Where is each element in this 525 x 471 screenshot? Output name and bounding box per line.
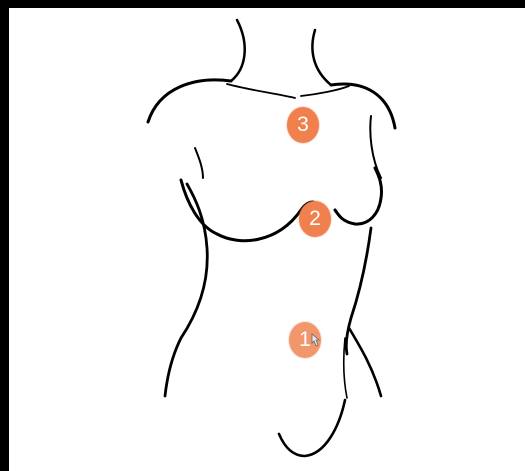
region-marker-2[interactable]: 2 [299, 201, 331, 237]
left-arm-line [195, 148, 203, 178]
region-marker-1[interactable]: 1 [289, 322, 321, 358]
collarbone-left [227, 84, 295, 98]
left-waist-line [165, 184, 207, 396]
neck-right-line [312, 30, 331, 85]
window-top-border [0, 0, 525, 8]
neck-left-line [231, 20, 245, 81]
body-map-canvas[interactable]: 3 2 1 [9, 8, 525, 471]
left-shoulder [148, 80, 231, 122]
torso-outline-illustration [9, 8, 525, 471]
window-left-border [0, 0, 9, 471]
right-hip-line [349, 328, 381, 396]
lower-abdomen-line [279, 400, 345, 456]
region-marker-3[interactable]: 3 [287, 107, 319, 143]
right-bust-line [335, 168, 382, 224]
right-shoulder [331, 84, 395, 128]
collarbone-right [301, 86, 349, 96]
right-waist-line [346, 228, 371, 354]
left-bust-line [181, 180, 313, 241]
